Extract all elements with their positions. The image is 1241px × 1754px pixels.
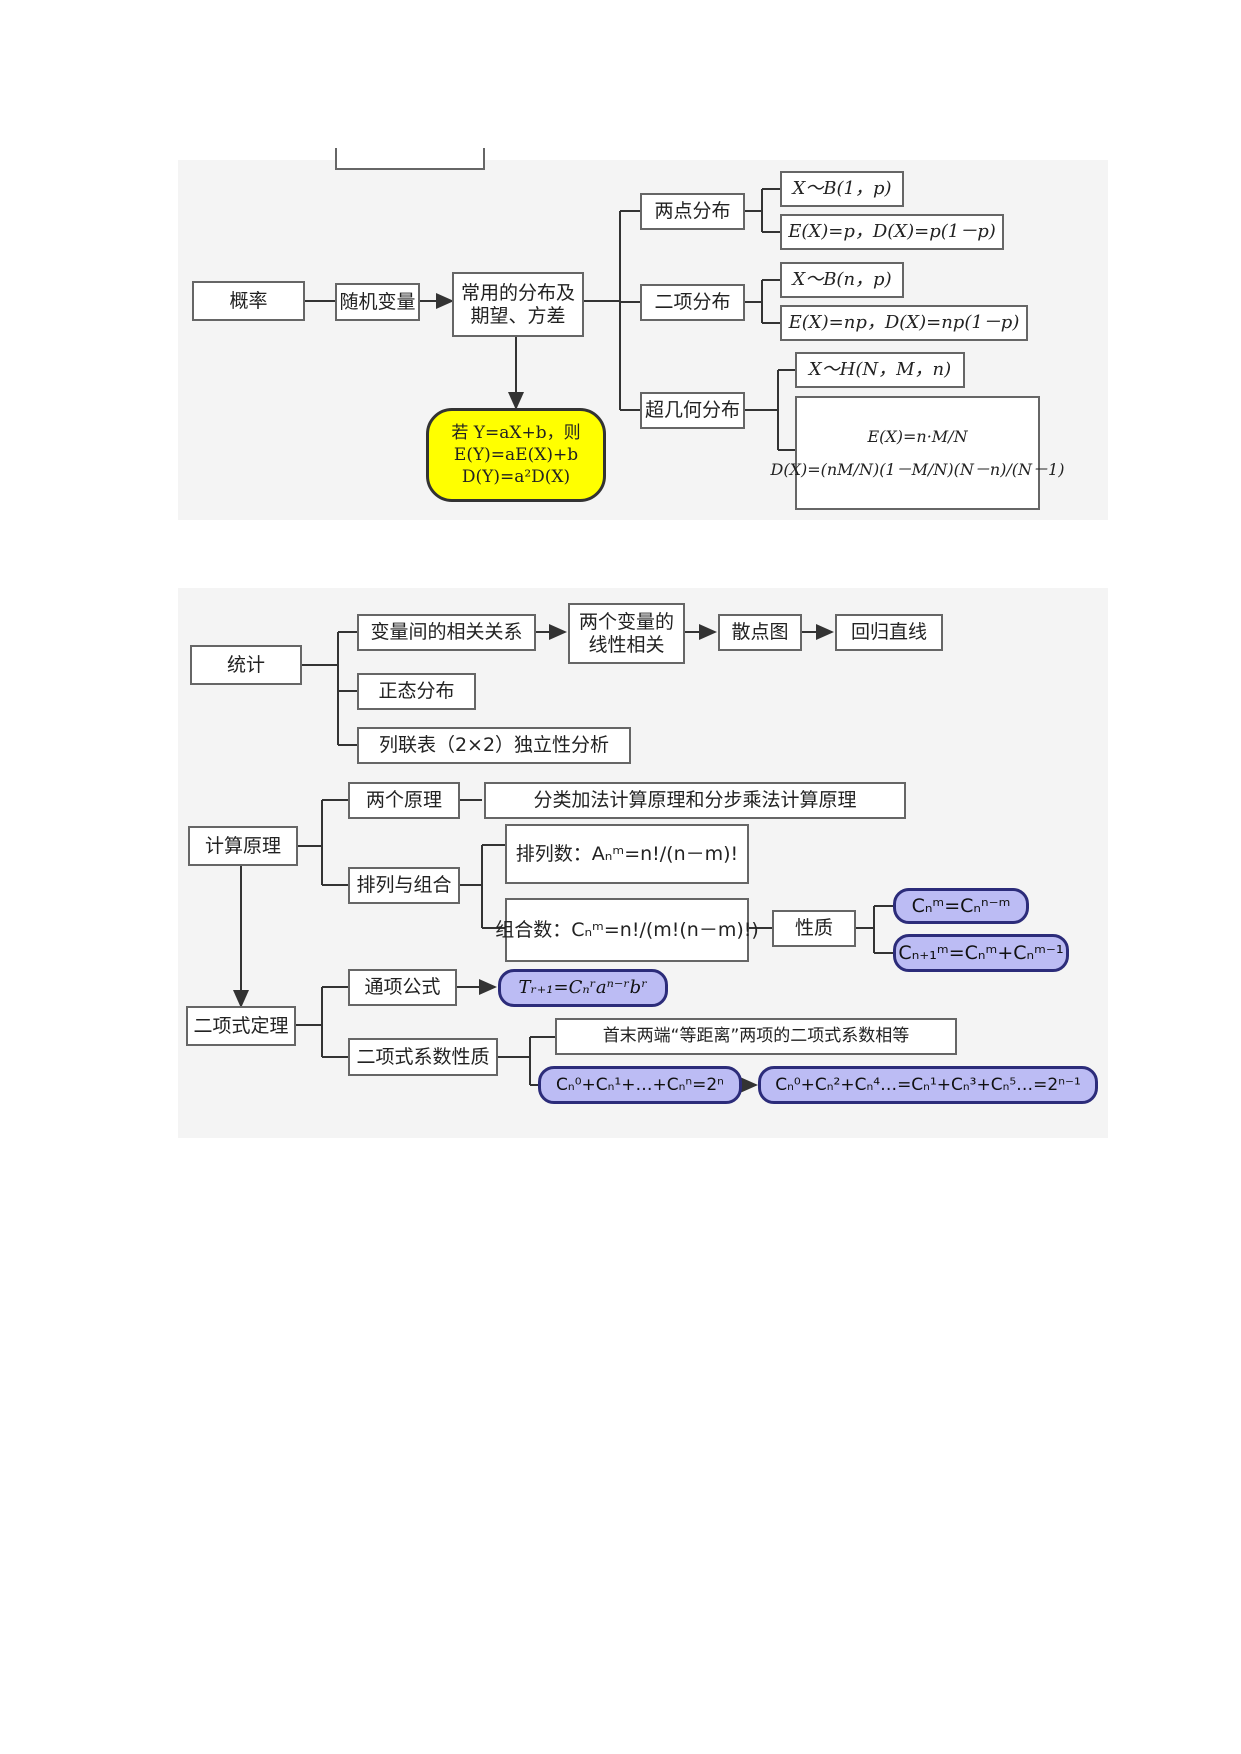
- linear-line1: 若 Y=aX+b，则: [451, 422, 581, 443]
- node-probability: 概率: [192, 281, 305, 321]
- node-coefficient-properties: 二项式系数性质: [348, 1038, 498, 1076]
- two-point-expectation: E(X)=p，D(X)=p(1－p): [780, 214, 1004, 250]
- symmetric-coefficients: 首末两端“等距离”两项的二项式系数相等: [555, 1018, 957, 1055]
- coefficient-parity: Cₙ⁰+Cₙ²+Cₙ⁴…=Cₙ¹+Cₙ³+Cₙ⁵…=2ⁿ⁻¹: [758, 1066, 1098, 1104]
- hypergeo-def: X～H(N，M，n): [795, 352, 965, 388]
- node-property: 性质: [772, 910, 856, 947]
- linear-corr-line1: 两个变量的: [578, 610, 674, 633]
- hypergeo-variance: D(X)=(nM/N)(1－M/N)(N－n)/(N－1): [770, 460, 1065, 479]
- combination-formula: 组合数：Cₙᵐ=n!/(m!(n－m)!): [495, 898, 759, 962]
- hypergeo-expectation: E(X)=n·M/N: [867, 426, 968, 446]
- linear-corr-line2: 线性相关: [588, 633, 665, 656]
- combination-pascal: Cₙ₊₁ᵐ=Cₙᵐ+Cₙᵐ⁻¹: [893, 934, 1069, 972]
- permutation-formula: 排列数：Aₙᵐ=n!/(n－m)!: [505, 824, 749, 884]
- node-counting-principles: 计算原理: [188, 826, 298, 866]
- cropped-box: [335, 148, 485, 170]
- node-random-variable: 随机变量: [335, 283, 420, 321]
- node-correlation: 变量间的相关关系: [357, 614, 536, 651]
- node-linear-correlation: 两个变量的 线性相关: [568, 603, 685, 664]
- node-normal-distribution: 正态分布: [357, 673, 476, 710]
- binomial-expectation: E(X)=np，D(X)=np(1－p): [780, 305, 1028, 341]
- node-hypergeometric: 超几何分布: [640, 392, 745, 429]
- node-statistics: 统计: [190, 645, 302, 685]
- node-general-term: 通项公式: [348, 969, 457, 1006]
- node-binomial: 二项分布: [640, 284, 745, 321]
- general-term-formula: Tᵣ₊₁=Cₙʳaⁿ⁻ʳbʳ: [498, 969, 668, 1007]
- node-two-point: 两点分布: [640, 193, 745, 230]
- node-contingency-table: 列联表（2×2）独立性分析: [357, 727, 631, 764]
- coefficient-sum: Cₙ⁰+Cₙ¹+…+Cₙⁿ=2ⁿ: [538, 1066, 742, 1104]
- common-dist-line1: 常用的分布及: [460, 281, 575, 304]
- node-linear-transform: 若 Y=aX+b，则 E(Y)=aE(X)+b D(Y)=a²D(X): [426, 408, 606, 502]
- binomial-def: X～B(n，p): [780, 262, 904, 298]
- linear-line3: D(Y)=a²D(X): [461, 467, 571, 488]
- node-scatter-plot: 散点图: [718, 614, 802, 651]
- linear-line2: E(Y)=aE(X)+b: [453, 444, 579, 465]
- node-perm-comb: 排列与组合: [348, 867, 460, 904]
- combination-symmetry: Cₙᵐ=Cₙⁿ⁻ᵐ: [893, 888, 1029, 924]
- node-regression-line: 回归直线: [835, 614, 943, 651]
- principles-description: 分类加法计算原理和分步乘法计算原理: [484, 782, 906, 819]
- node-common-distribution: 常用的分布及 期望、方差: [452, 272, 584, 337]
- two-point-def: X～B(1，p): [780, 171, 904, 207]
- common-dist-line2: 期望、方差: [470, 304, 566, 327]
- node-two-principles: 两个原理: [348, 782, 460, 819]
- node-binomial-theorem: 二项式定理: [186, 1006, 296, 1046]
- hypergeo-moments: E(X)=n·M/N D(X)=(nM/N)(1－M/N)(N－n)/(N－1): [771, 396, 1064, 510]
